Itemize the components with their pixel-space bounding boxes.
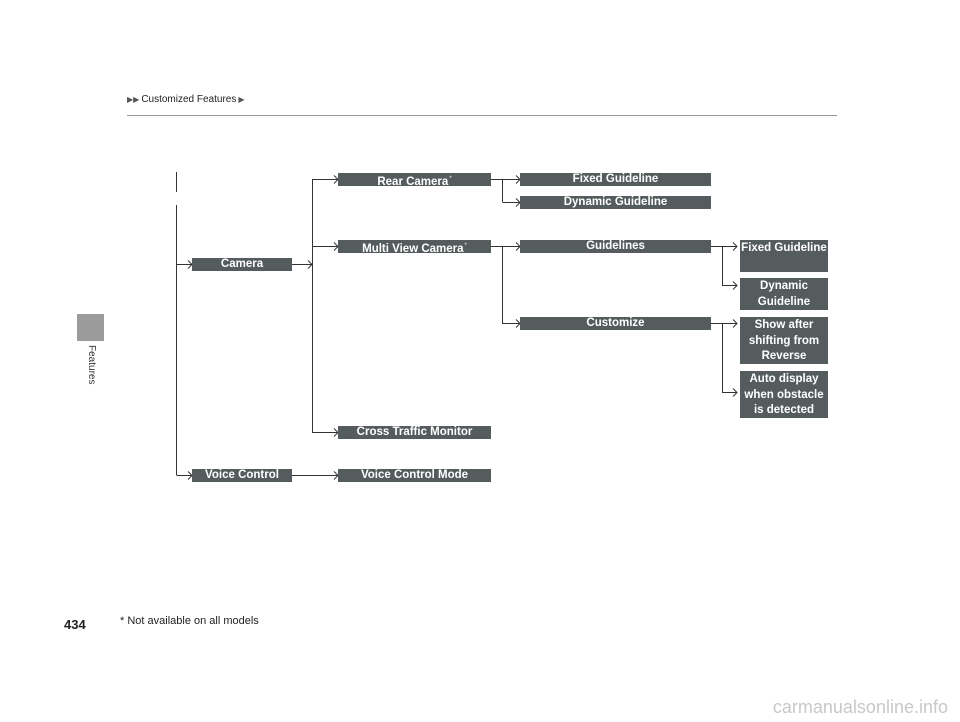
fixed-guideline-node[interactable]: Fixed Guideline <box>740 240 828 272</box>
multi-view-camera-label: Multi View Camera <box>362 243 464 255</box>
breadcrumb: ▶▶ Customized Features ▶ <box>127 94 245 105</box>
section-tab-marker <box>77 314 104 341</box>
breadcrumb-arrow-icon: ▶ <box>238 95 245 104</box>
voice-control-mode-node[interactable]: Voice Control Mode <box>338 469 491 482</box>
footnote-marker: * <box>449 176 452 182</box>
dynamic-guideline-node[interactable]: Dynamic Guideline <box>740 278 828 310</box>
watermark: carmanualsonline.info <box>772 697 948 717</box>
footnote: * Not available on all models <box>120 615 259 627</box>
multi-view-camera-node[interactable]: Multi View Camera* <box>338 240 491 255</box>
customize-node[interactable]: Customize <box>520 317 711 330</box>
guidelines-node[interactable]: Guidelines <box>520 240 711 253</box>
camera-node[interactable]: Camera <box>192 258 292 271</box>
rear-camera-label: Rear Camera <box>377 176 449 188</box>
breadcrumb-arrow-icon: ▶▶ <box>127 95 140 104</box>
page-number: 434 <box>64 617 86 632</box>
rear-fixed-guideline-node[interactable]: Fixed Guideline <box>520 173 711 186</box>
voice-control-node[interactable]: Voice Control <box>192 469 292 482</box>
rear-camera-node[interactable]: Rear Camera* <box>338 173 491 188</box>
footnote-marker: * <box>464 243 467 249</box>
header-divider <box>127 115 837 116</box>
breadcrumb-section[interactable]: Customized Features <box>141 94 237 105</box>
rear-dynamic-guideline-node[interactable]: Dynamic Guideline <box>520 196 711 209</box>
cross-traffic-monitor-node[interactable]: Cross Traffic Monitor <box>338 426 491 439</box>
section-tab-label: Features <box>86 345 97 385</box>
show-after-reverse-node[interactable]: Show after shifting from Reverse <box>740 317 828 364</box>
auto-display-obstacle-node[interactable]: Auto display when obstacle is detected <box>740 371 828 418</box>
